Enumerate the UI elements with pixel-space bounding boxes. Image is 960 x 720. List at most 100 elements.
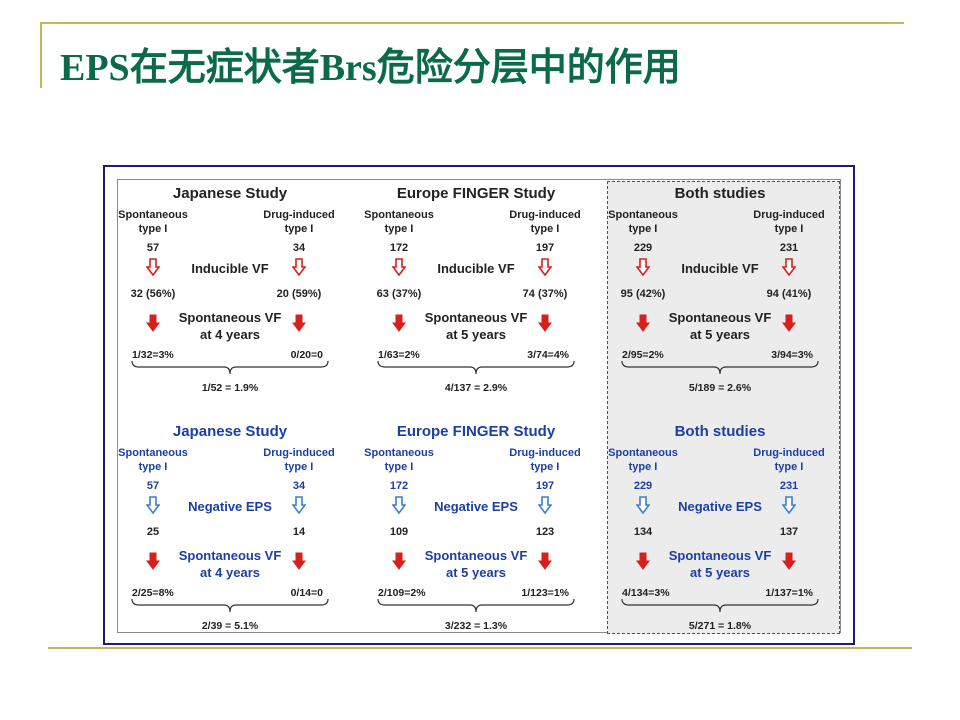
spontaneous-vf-label: Spontaneous VF [668, 548, 772, 563]
negative-eps-label: Negative EPS [678, 499, 762, 514]
label-drug-induced: Drug-induced [509, 447, 581, 459]
hollow-down-arrow-icon [636, 258, 650, 276]
right-count: 197 [535, 242, 555, 254]
right-count: 34 [292, 480, 306, 492]
label-drug-induced: Drug-induced [509, 209, 581, 221]
hollow-down-arrow-icon [392, 258, 406, 276]
label-drug-induced-type: type I [530, 223, 560, 235]
label-spontaneous: Spontaneous [608, 447, 678, 459]
label-drug-induced-type: type I [284, 461, 314, 473]
label-drug-induced-type: type I [774, 223, 804, 235]
combined-event-rate: 3/232 = 1.3% [444, 620, 508, 632]
curly-brace-icon [377, 598, 575, 613]
spontaneous-vf-label: Spontaneous VF [668, 310, 772, 325]
curly-brace-icon [131, 598, 329, 613]
curly-brace-icon [621, 360, 819, 375]
solid-down-arrow-icon [392, 314, 406, 332]
left-event-fraction: 1/32=3% [132, 349, 174, 361]
hollow-down-arrow-icon [782, 496, 796, 514]
combined-event-rate: 2/39 = 5.1% [201, 620, 259, 632]
label-drug-induced: Drug-induced [753, 447, 825, 459]
spontaneous-vf-label: Spontaneous VF [178, 548, 282, 563]
solid-down-arrow-icon [636, 314, 650, 332]
left-count: 229 [633, 242, 653, 254]
label-spontaneous: Spontaneous [364, 447, 434, 459]
left-count: 172 [389, 480, 409, 492]
label-drug-induced-type: type I [530, 461, 560, 473]
hollow-down-arrow-icon [392, 496, 406, 514]
combined-event-rate: 1/52 = 1.9% [201, 382, 259, 394]
right-result: 20 (59%) [276, 288, 322, 300]
follow-up-period-label: at 5 years [690, 327, 750, 342]
combined-event-rate: 4/137 = 2.9% [444, 382, 508, 394]
right-count: 34 [292, 242, 306, 254]
slide-bottom-rule [48, 647, 912, 649]
label-spontaneous-type: type I [384, 461, 414, 473]
right-count: 231 [779, 480, 799, 492]
label-drug-induced: Drug-induced [263, 447, 335, 459]
right-result: 94 (41%) [766, 288, 812, 300]
spontaneous-vf-label: Spontaneous VF [424, 548, 528, 563]
hollow-down-arrow-icon [146, 496, 160, 514]
negative-eps-label: Negative EPS [188, 499, 272, 514]
right-event-fraction: 3/74=4% [527, 349, 569, 361]
study-title: Japanese Study [172, 185, 288, 202]
left-event-fraction: 4/134=3% [622, 587, 670, 599]
solid-down-arrow-icon [782, 314, 796, 332]
right-count: 231 [779, 242, 799, 254]
hollow-down-arrow-icon [636, 496, 650, 514]
study-title: Both studies [674, 185, 766, 202]
right-event-fraction: 3/94=3% [771, 349, 813, 361]
left-count: 57 [146, 480, 160, 492]
hollow-down-arrow-icon [146, 258, 160, 276]
left-event-fraction: 2/95=2% [622, 349, 664, 361]
label-drug-induced-type: type I [284, 223, 314, 235]
solid-down-arrow-icon [538, 552, 552, 570]
left-result: 95 (42%) [620, 288, 666, 300]
inducible-vf-label: Inducible VF [437, 261, 515, 276]
follow-up-period-label: at 5 years [690, 565, 750, 580]
label-spontaneous-type: type I [628, 223, 658, 235]
slide-top-rule [40, 22, 904, 24]
right-event-fraction: 1/137=1% [765, 587, 813, 599]
inducible-vf-label: Inducible VF [681, 261, 759, 276]
solid-down-arrow-icon [146, 552, 160, 570]
label-spontaneous: Spontaneous [118, 447, 188, 459]
curly-brace-icon [377, 360, 575, 375]
spontaneous-vf-label: Spontaneous VF [178, 310, 282, 325]
right-count: 197 [535, 480, 555, 492]
label-drug-induced: Drug-induced [753, 209, 825, 221]
label-spontaneous: Spontaneous [608, 209, 678, 221]
label-spontaneous: Spontaneous [364, 209, 434, 221]
label-drug-induced: Drug-induced [263, 209, 335, 221]
right-event-fraction: 0/20=0 [290, 349, 323, 361]
hollow-down-arrow-icon [538, 258, 552, 276]
right-result: 137 [779, 526, 799, 538]
label-spontaneous-type: type I [138, 223, 168, 235]
left-event-fraction: 2/25=8% [132, 587, 174, 599]
combined-event-rate: 5/271 = 1.8% [688, 620, 752, 632]
left-count: 229 [633, 480, 653, 492]
label-spontaneous-type: type I [628, 461, 658, 473]
curly-brace-icon [621, 598, 819, 613]
solid-down-arrow-icon [292, 552, 306, 570]
inducible-vf-label: Inducible VF [191, 261, 269, 276]
label-spontaneous-type: type I [384, 223, 414, 235]
solid-down-arrow-icon [636, 552, 650, 570]
solid-down-arrow-icon [782, 552, 796, 570]
follow-up-period-label: at 4 years [200, 565, 260, 580]
study-title: Both studies [674, 423, 766, 440]
label-spontaneous: Spontaneous [118, 209, 188, 221]
follow-up-period-label: at 4 years [200, 327, 260, 342]
study-title: Europe FINGER Study [396, 185, 556, 202]
solid-down-arrow-icon [292, 314, 306, 332]
label-drug-induced-type: type I [774, 461, 804, 473]
solid-down-arrow-icon [146, 314, 160, 332]
study-title: Europe FINGER Study [396, 423, 556, 440]
label-spontaneous-type: type I [138, 461, 168, 473]
